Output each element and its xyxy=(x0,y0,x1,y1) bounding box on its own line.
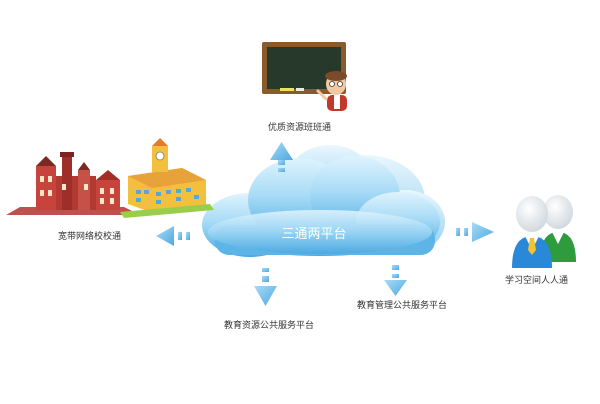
arrow-down-left xyxy=(254,268,277,306)
node-label-bottom-right: 教育管理公共服务平台 xyxy=(357,301,448,311)
node-label-right: 学习空间人人通 xyxy=(505,276,569,286)
arrow-up xyxy=(270,142,293,172)
node-label-bottom-left: 教育资源公共服务平台 xyxy=(224,321,315,331)
center-label: 三通两平台 xyxy=(281,227,346,242)
chalkboard-teacher-icon xyxy=(262,42,347,111)
cloud-main xyxy=(202,156,440,257)
arrow-right xyxy=(456,222,494,242)
node-label-left: 宽带网络校校通 xyxy=(58,232,122,242)
people-icon xyxy=(512,195,576,268)
school-buildings-icon xyxy=(6,138,214,218)
arrow-left xyxy=(156,226,190,246)
arrow-down-right xyxy=(384,265,407,296)
node-label-top: 优质资源班班通 xyxy=(268,123,332,133)
